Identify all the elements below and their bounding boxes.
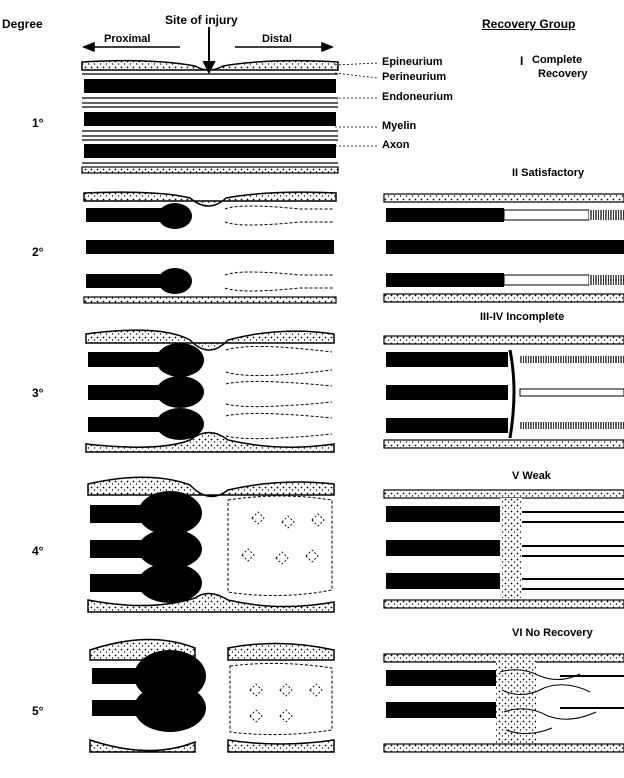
site-of-injury-label: Site of injury [165,14,238,26]
recovery-group-3-label: III-IV Incomplete [480,312,564,323]
epineurium-label: Epineurium [382,57,443,68]
recovery-group-2-label: II Satisfactory [512,168,584,179]
nerve-degree-2 [84,192,336,303]
distal-label: Distal [262,34,292,45]
recovery-panel-5 [384,654,624,752]
recovery-group-4-label: V Weak [512,471,551,482]
myelin-label: Myelin [382,121,416,132]
endoneurium-label: Endoneurium [382,92,453,103]
degree-2-label: 2° [32,246,43,258]
proximal-label: Proximal [104,34,150,45]
degree-5-label: 5° [32,705,43,717]
recovery-panel-2 [384,194,624,302]
degree-3-label: 3° [32,387,43,399]
layer-leader-lines [335,63,378,146]
nerve-degree-3 [86,330,334,452]
recovery-group-5-label: VI No Recovery [512,628,593,639]
nerve-degree-4 [88,477,334,612]
degree-4-label: 4° [32,545,43,557]
recovery-group-header: Recovery Group [482,18,575,30]
recovery-group-1-line1: Complete [532,55,582,66]
perineurium-label: Perineurium [382,72,446,83]
nerve-degree-5 [90,639,334,752]
injury-site-arrow [204,27,214,72]
recovery-group-1-line2: Recovery [538,69,588,80]
recovery-group-1-numeral: I [520,55,523,67]
axon-label: Axon [382,140,410,151]
nerve-degree-1 [82,61,338,173]
degree-column-header: Degree [2,18,43,30]
degree-1-label: 1° [32,117,43,129]
recovery-panel-4 [384,490,624,608]
recovery-panel-3 [384,336,624,448]
